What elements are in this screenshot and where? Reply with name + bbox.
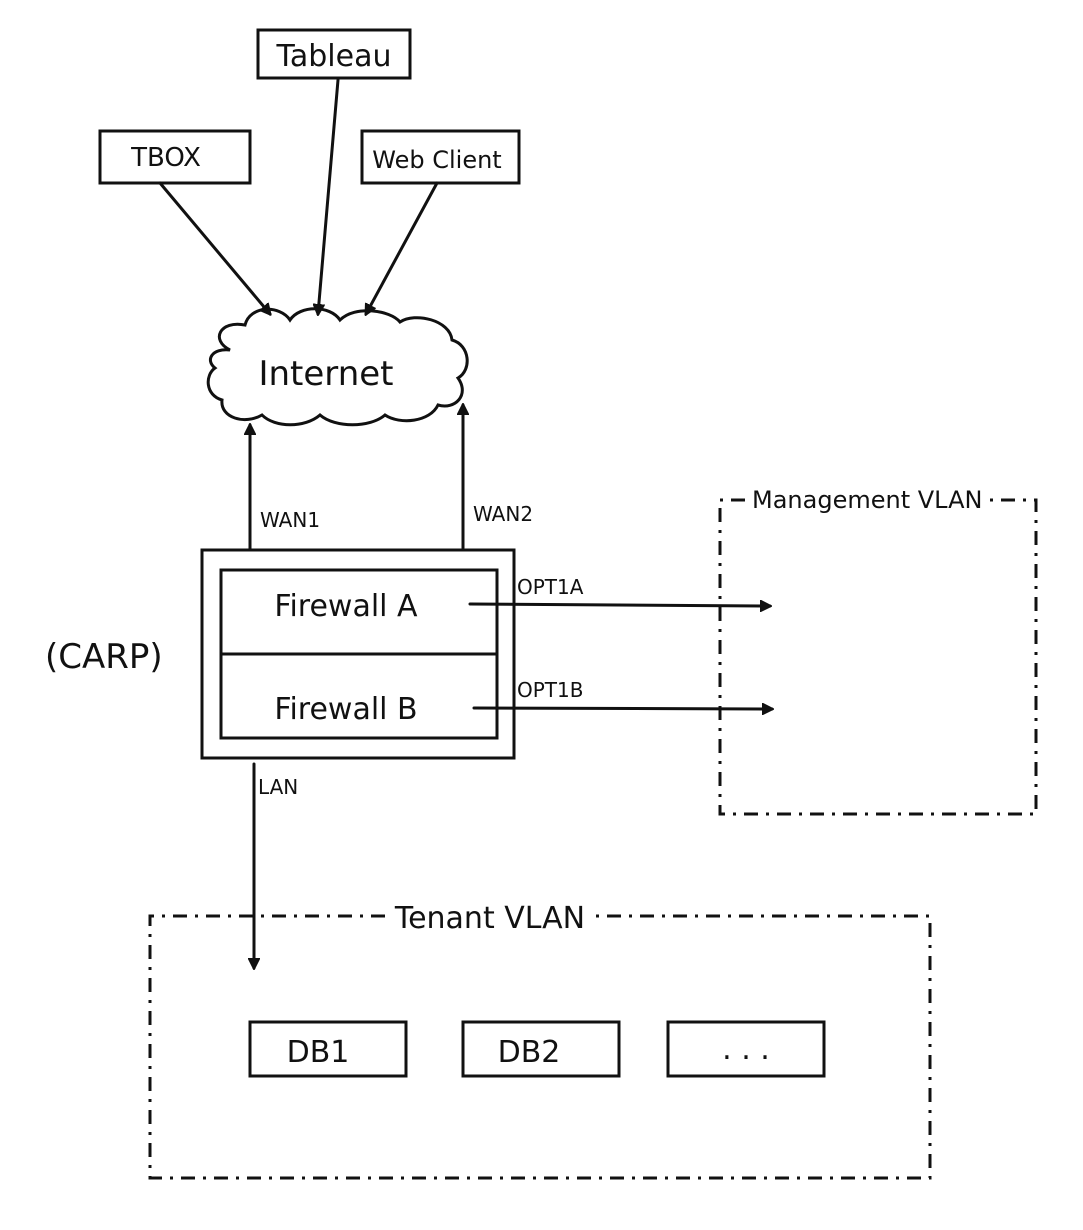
- tbox-label: TBOX: [130, 143, 201, 173]
- tenant-vlan-zone: Tenant VLAN: [148, 901, 932, 1180]
- webclient-to-internet-arrow: [364, 181, 439, 314]
- firewall-b-label: Firewall B: [274, 692, 417, 727]
- db1-label: DB1: [287, 1035, 350, 1070]
- carp-label: (CARP): [45, 637, 163, 677]
- tenant-vlan-label: Tenant VLAN: [394, 901, 585, 936]
- wan1-label: WAN1: [260, 508, 320, 532]
- opt1a-label: OPT1A: [517, 575, 584, 599]
- db2-label: DB2: [498, 1035, 561, 1070]
- firewall-cluster: Firewall A Firewall B: [200, 548, 516, 760]
- tableau-node: Tableau: [256, 28, 412, 80]
- web-client-label: Web Client: [372, 146, 501, 174]
- tbox-node: TBOX: [98, 129, 252, 185]
- web-client-node: Web Client: [360, 129, 521, 185]
- management-vlan-label: Management VLAN: [752, 486, 982, 514]
- wan2-label: WAN2: [473, 502, 533, 526]
- tableau-label: Tableau: [276, 39, 392, 74]
- firewall-a-label: Firewall A: [274, 589, 418, 624]
- db2-node: DB2: [461, 1020, 621, 1078]
- opt1b-label: OPT1B: [517, 678, 583, 702]
- lan-label: LAN: [258, 775, 298, 799]
- db-more-node: . . .: [666, 1020, 826, 1078]
- internet-cloud: Internet: [206, 307, 469, 427]
- internet-label: Internet: [258, 354, 393, 394]
- tableau-to-internet-arrow: [318, 78, 340, 314]
- management-vlan-zone: Management VLAN: [718, 486, 1038, 816]
- db1-node: DB1: [248, 1020, 408, 1078]
- opt1a-arrow: [468, 604, 770, 606]
- tbox-to-internet-arrow: [158, 181, 270, 314]
- opt1b-arrow: [472, 708, 772, 709]
- db-more-label: . . .: [722, 1032, 770, 1067]
